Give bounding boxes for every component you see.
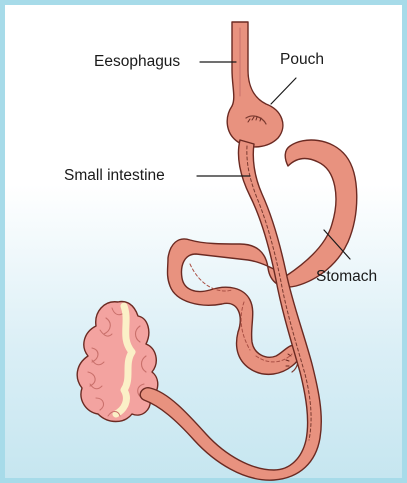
roux-limb [140,140,321,480]
pouch-leader-line [271,78,296,104]
remnant-stomach [168,140,357,374]
colon [77,302,158,422]
small-intestine-label: Small intestine [64,167,165,185]
stomach-label: Stomach [316,268,377,286]
pouch-label: Pouch [280,51,324,69]
esophagus-and-pouch [227,22,283,147]
esophagus-label: Eesophagus [94,53,180,71]
